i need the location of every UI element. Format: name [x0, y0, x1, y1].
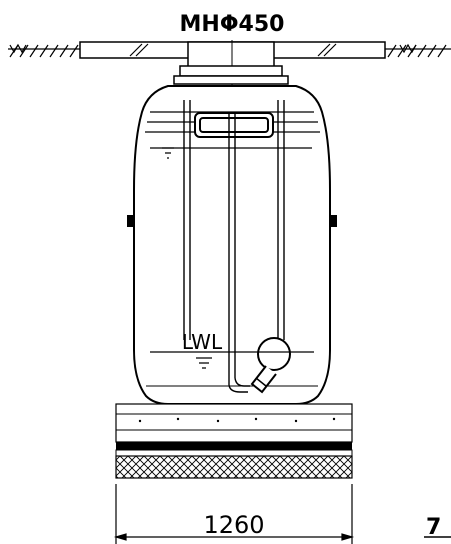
width-dimension-line [113, 484, 355, 544]
foundation [115, 403, 353, 479]
cut-off-marker: 7 [424, 515, 451, 540]
tank-body [127, 85, 337, 405]
manhole-riser [173, 40, 289, 100]
low-water-level-label: LWL [182, 330, 223, 354]
low-water-level-mark [150, 351, 314, 369]
svg-text:7: 7 [426, 515, 441, 540]
ground-surface-right [385, 43, 451, 58]
ground-surface-left [8, 43, 80, 58]
width-dimension-value: 1260 [203, 511, 264, 539]
manhole-label: MHΦ450 [180, 12, 285, 37]
float-switch [250, 337, 291, 394]
inner-flange [194, 112, 274, 138]
internal-pipes [183, 100, 285, 393]
high-water-level-mark [150, 147, 312, 159]
